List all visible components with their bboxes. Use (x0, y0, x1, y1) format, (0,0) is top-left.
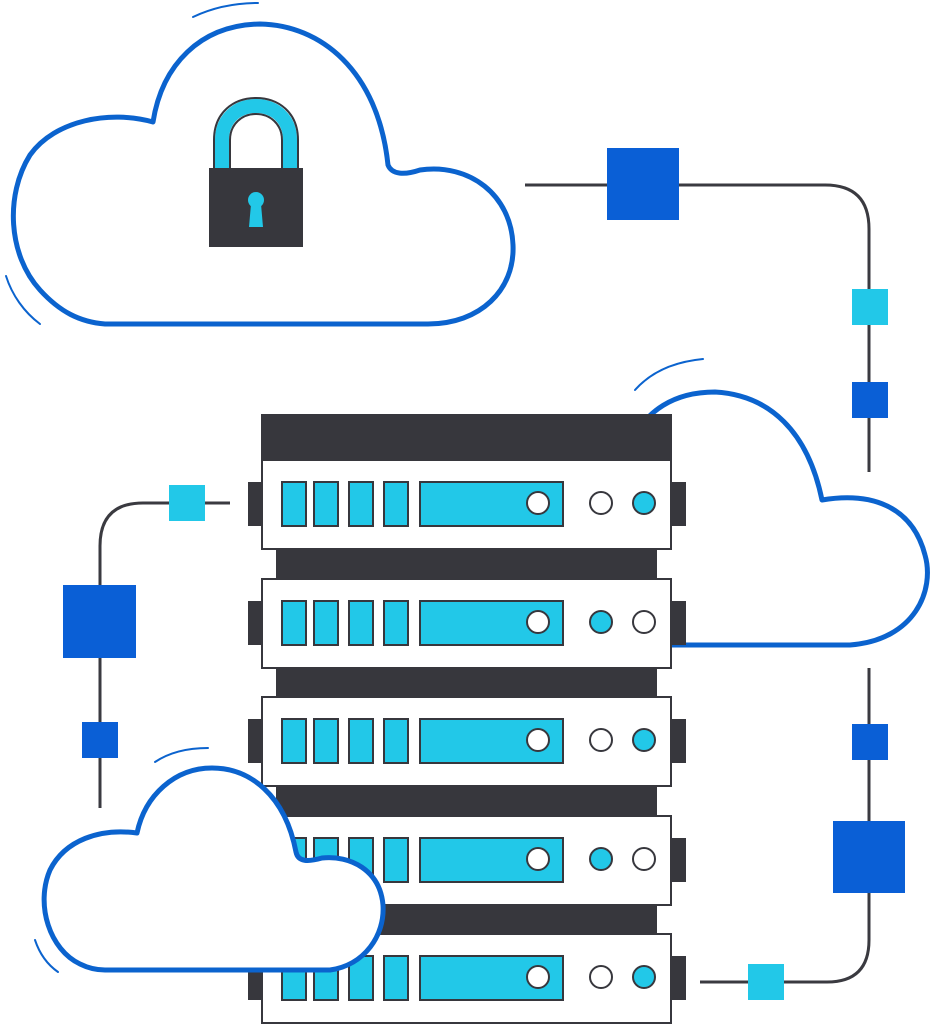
dark-block (852, 382, 888, 418)
cloud-top-left (5, 2, 516, 327)
dark-block (63, 585, 136, 658)
server-ear-right (671, 482, 686, 526)
padlock-shackle-edge (213, 96, 299, 172)
drive-slot (313, 481, 339, 527)
server-unit (248, 696, 686, 787)
status-led-icon (632, 491, 656, 515)
server-ear-left (248, 601, 263, 645)
cloud-accent-arc (34, 939, 59, 973)
server-ear-left (248, 482, 263, 526)
dark-block (82, 722, 118, 758)
dark-block (852, 724, 888, 760)
server-ear-right (671, 838, 686, 882)
drive-slot (383, 955, 409, 1001)
light-block (852, 289, 888, 325)
connector-blocks (63, 148, 905, 1000)
connector-bottom-right (700, 668, 871, 984)
connector-left (98, 501, 230, 808)
server-ear-right (671, 601, 686, 645)
display-indicator (526, 847, 550, 871)
cloud-accent-arc (154, 747, 209, 763)
status-led-icon (632, 847, 656, 871)
dark-block (833, 821, 905, 893)
server-ear-right (671, 719, 686, 763)
drive-slot (281, 600, 307, 646)
display-indicator (526, 491, 550, 515)
drive-slot (281, 481, 307, 527)
server-unit (248, 459, 686, 550)
status-led-icon (632, 610, 656, 634)
drive-slot (348, 600, 374, 646)
drive-slot (383, 837, 409, 883)
drive-slot (313, 600, 339, 646)
drive-slot (313, 718, 339, 764)
dark-block (607, 148, 679, 220)
connector-top-right (525, 183, 871, 472)
padlock-shackle (215, 98, 297, 172)
server-display-panel (419, 837, 564, 883)
drive-slot (383, 600, 409, 646)
display-indicator (526, 728, 550, 752)
light-block (169, 485, 205, 521)
status-led-icon (589, 728, 613, 752)
cloud-accent-arc (5, 275, 41, 325)
drive-slot (348, 481, 374, 527)
connector-lines (98, 183, 871, 984)
drive-slot (383, 718, 409, 764)
server-ear-right (671, 956, 686, 1000)
cloud-accent-arc (192, 2, 259, 18)
status-led-icon (632, 728, 656, 752)
cloud-accent-arc (634, 358, 704, 391)
status-led-icon (589, 491, 613, 515)
cloud-bottom-left (34, 747, 386, 973)
light-block (748, 964, 784, 1000)
display-indicator (526, 610, 550, 634)
drive-slot (383, 481, 409, 527)
status-led-icon (589, 965, 613, 989)
display-indicator (526, 965, 550, 989)
drive-slot (348, 718, 374, 764)
cloud-icon (41, 765, 386, 973)
status-led-icon (589, 610, 613, 634)
padlock-icon (209, 96, 303, 247)
status-led-icon (632, 965, 656, 989)
keyhole-slot (249, 204, 263, 227)
drive-slot (281, 718, 307, 764)
server-display-panel (419, 718, 564, 764)
server-unit (248, 578, 686, 669)
status-led-icon (589, 847, 613, 871)
server-ear-left (248, 719, 263, 763)
rack-top-cap (261, 414, 672, 464)
